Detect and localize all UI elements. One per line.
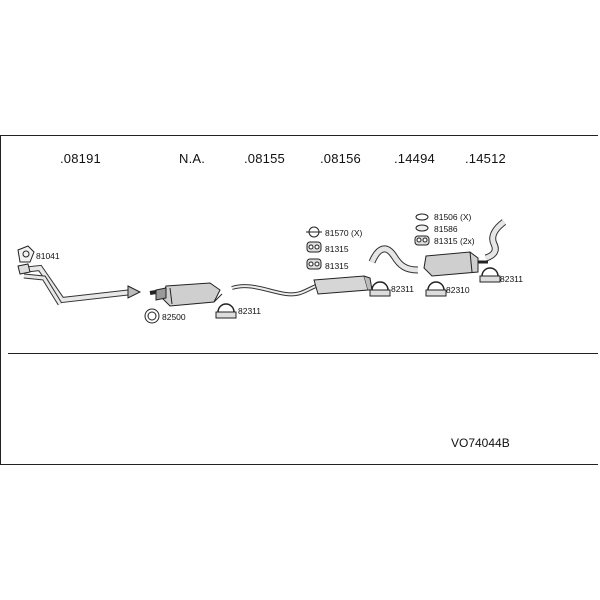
clamp-icon <box>215 303 237 319</box>
part-label: 82310 <box>446 285 470 295</box>
code-na: N.A. <box>179 151 206 166</box>
hanger-bracket-icon <box>306 226 322 238</box>
code-tail-pipe: .14512 <box>465 151 506 166</box>
front-silencer-icon <box>149 282 223 307</box>
reference-code: VO74044B <box>451 436 510 450</box>
code-front-silencer: .08155 <box>244 151 285 166</box>
part-label: 81506 (X) <box>434 212 472 222</box>
seal-ring-icon <box>144 308 160 324</box>
code-front-pipe: .08191 <box>60 151 101 166</box>
part-label: 81315 (2x) <box>434 236 475 246</box>
hanger-ring-icon <box>415 213 429 221</box>
part-label: 82311 <box>500 274 524 284</box>
part-label: 82311 <box>391 284 415 294</box>
rubber-hanger-icon <box>306 258 322 270</box>
clamp-icon <box>369 281 391 297</box>
rear-silencer-icon <box>423 251 488 277</box>
part-label: 81041 <box>36 251 60 261</box>
code-middle-silencer: .08156 <box>320 151 361 166</box>
clamp-icon <box>479 267 501 283</box>
part-label: 82311 <box>238 306 262 316</box>
part-label: 81570 (X) <box>325 228 363 238</box>
rubber-hanger-icon <box>306 241 322 253</box>
middle-silencer-icon <box>313 275 373 295</box>
code-rear-silencer: .14494 <box>394 151 435 166</box>
middle-pipe-icon <box>231 284 317 297</box>
diagram-frame <box>0 135 598 465</box>
gasket-icon <box>17 245 35 263</box>
part-label: 81315 <box>325 244 349 254</box>
part-label: 81586 <box>434 224 458 234</box>
part-label: 81315 <box>325 261 349 271</box>
gasket-ring-icon <box>415 224 429 232</box>
front-pipe-icon <box>17 263 142 306</box>
diagram-divider <box>8 353 598 354</box>
tail-pipe-icon <box>484 219 507 262</box>
clamp-icon <box>425 281 447 297</box>
rubber-hanger-icon <box>414 235 430 246</box>
part-label: 82500 <box>162 312 186 322</box>
intermediate-pipe-icon <box>368 245 419 274</box>
